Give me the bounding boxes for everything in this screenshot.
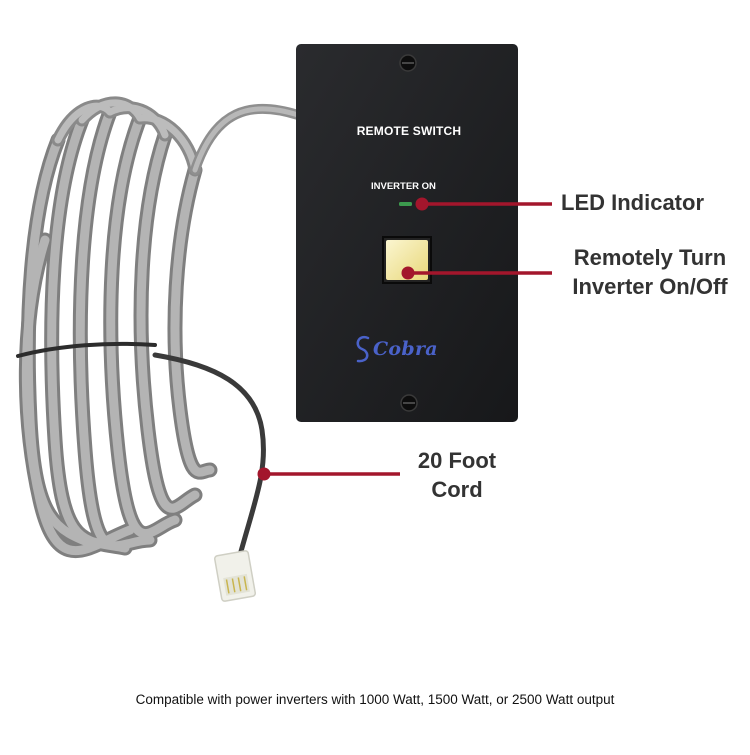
callout-lines bbox=[257, 197, 552, 481]
callout-led-text: LED Indicator bbox=[561, 190, 705, 215]
led-label: INVERTER ON bbox=[371, 181, 436, 192]
phone-plug bbox=[213, 550, 257, 602]
callout-remote-switch: Remotely Turn Inverter On/Off bbox=[560, 243, 740, 301]
compatibility-caption: Compatible with power inverters with 100… bbox=[135, 692, 615, 707]
callout-switch-line1: Remotely Turn bbox=[573, 245, 727, 270]
callout-cord-line1: 20 Foot bbox=[417, 448, 497, 473]
cobra-logo-icon bbox=[356, 335, 370, 363]
coiled-cord bbox=[16, 96, 303, 559]
callout-cord-line2: Cord bbox=[431, 477, 483, 502]
callout-led-indicator: LED Indicator bbox=[561, 188, 704, 217]
remote-switch-panel bbox=[296, 44, 518, 422]
callout-cord: 20 Foot Cord bbox=[410, 446, 504, 504]
power-button[interactable] bbox=[382, 236, 432, 284]
led-indicator bbox=[399, 202, 412, 206]
brand-logo-text: Cobra bbox=[373, 338, 438, 360]
panel-title: REMOTE SWITCH bbox=[356, 124, 462, 138]
callout-switch-line2: Inverter On/Off bbox=[572, 274, 728, 299]
top-screw-icon bbox=[399, 54, 417, 72]
bottom-screw-icon bbox=[400, 394, 418, 412]
